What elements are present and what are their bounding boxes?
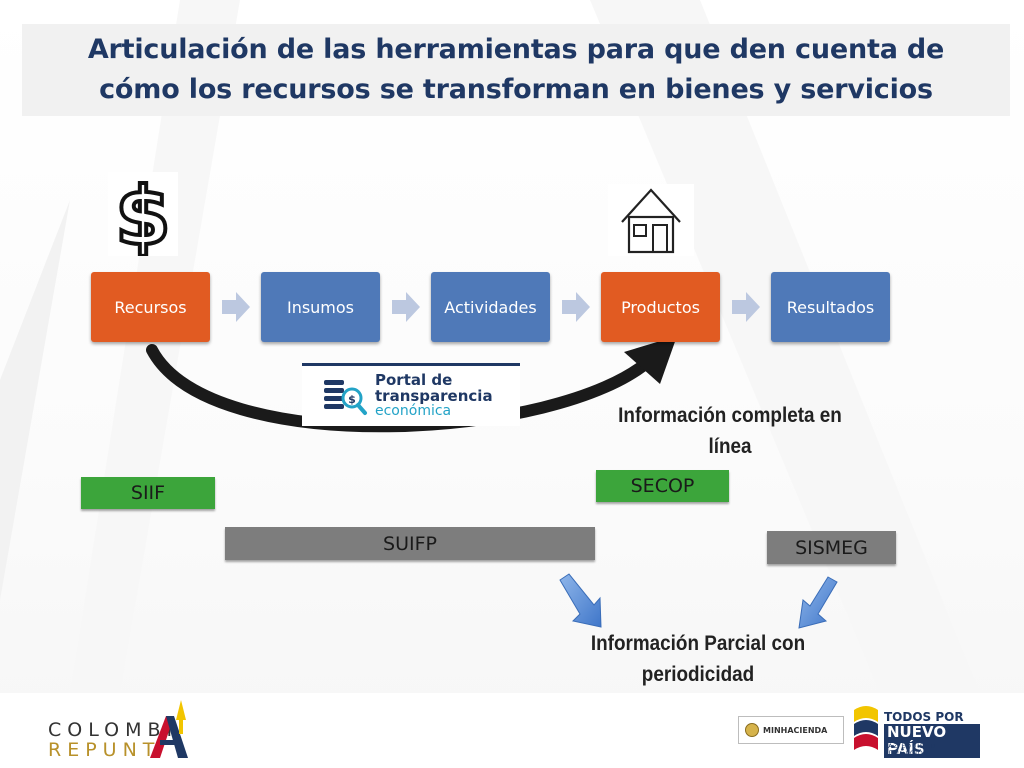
system-secop: SECOP: [596, 470, 729, 502]
house-icon: [608, 184, 694, 256]
portal-title-line-2: transparencia: [375, 387, 493, 405]
stage-actividades: Actividades: [431, 272, 550, 342]
note-informacion-parcial: Información Parcial con periodicidad: [574, 628, 822, 690]
note-online-line-1: Información completa en: [618, 404, 842, 427]
note-partial-line-2: periodicidad: [641, 663, 755, 686]
title-line-2: cómo los recursos se transforman en bien…: [99, 74, 933, 105]
magnifier-coins-icon: $: [324, 380, 367, 415]
note-informacion-completa: Información completa en línea: [604, 400, 856, 462]
colombia-repunta-logo-icon: [150, 700, 188, 758]
portal-title-line-1: Portal de: [375, 371, 453, 389]
note-partial-line-1: Información Parcial con: [590, 632, 806, 655]
svg-text:$: $: [348, 393, 356, 406]
arrow-down-right-icon: [559, 573, 602, 628]
chevron-right-icon: [392, 292, 420, 322]
stage-resultados-label: Resultados: [786, 297, 875, 317]
colombia-repunta-line-2: REPUNT: [48, 739, 161, 761]
chevron-right-icon: [222, 292, 250, 322]
stage-insumos: Insumos: [261, 272, 380, 342]
dollar-sign-icon: $: [108, 172, 178, 256]
nuevo-pais-label: NUEVO PAÍS: [884, 724, 980, 758]
arrow-down-left-icon: [798, 576, 838, 629]
note-online-line-2: línea: [708, 435, 752, 458]
svg-text:$: $: [115, 172, 171, 256]
colombia-repunta-line-1: COLOMBI: [48, 719, 179, 741]
stage-productos: Productos: [601, 272, 720, 342]
portal-transparencia-logo: $ Portal de transparencia económica: [302, 363, 520, 426]
system-sismeg-label: SISMEG: [795, 536, 868, 559]
chevron-right-icon: [562, 292, 590, 322]
todos-por-un-nuevo-pais-logo: TODOS POR UN NUEVO PAÍS PAZ EQUIDAD EDUC…: [850, 700, 980, 760]
paz-equidad-educacion-label: PAZ EQUIDAD EDUCACIÓN: [884, 743, 937, 757]
minhacienda-label: MINHACIENDA: [763, 725, 828, 735]
stage-resultados: Resultados: [771, 272, 890, 342]
stage-recursos: Recursos: [91, 272, 210, 342]
system-suifp: SUIFP: [225, 527, 595, 560]
chevron-right-icon: [732, 292, 760, 322]
title-line-1: Articulación de las herramientas para qu…: [87, 34, 945, 65]
stage-insumos-label: Insumos: [286, 297, 355, 317]
coat-of-arms-icon: [745, 723, 759, 737]
system-sismeg: SISMEG: [767, 531, 896, 564]
title-banner: Articulación de las herramientas para qu…: [22, 24, 1010, 116]
system-siif: SIIF: [81, 477, 215, 509]
system-suifp-label: SUIFP: [383, 532, 437, 555]
stage-actividades-label: Actividades: [444, 297, 537, 317]
portal-title-line-3: económica: [375, 403, 452, 419]
minhacienda-logo: MINHACIENDA: [738, 716, 844, 744]
curved-arrow-recursos-to-productos: [146, 336, 677, 433]
stage-recursos-label: Recursos: [114, 297, 187, 317]
partial-info-arrows: [559, 573, 838, 629]
system-siif-label: SIIF: [130, 482, 166, 504]
system-secop-label: SECOP: [630, 475, 695, 497]
nuevo-pais-flag-icon: [854, 706, 878, 750]
stage-productos-label: Productos: [621, 297, 700, 317]
